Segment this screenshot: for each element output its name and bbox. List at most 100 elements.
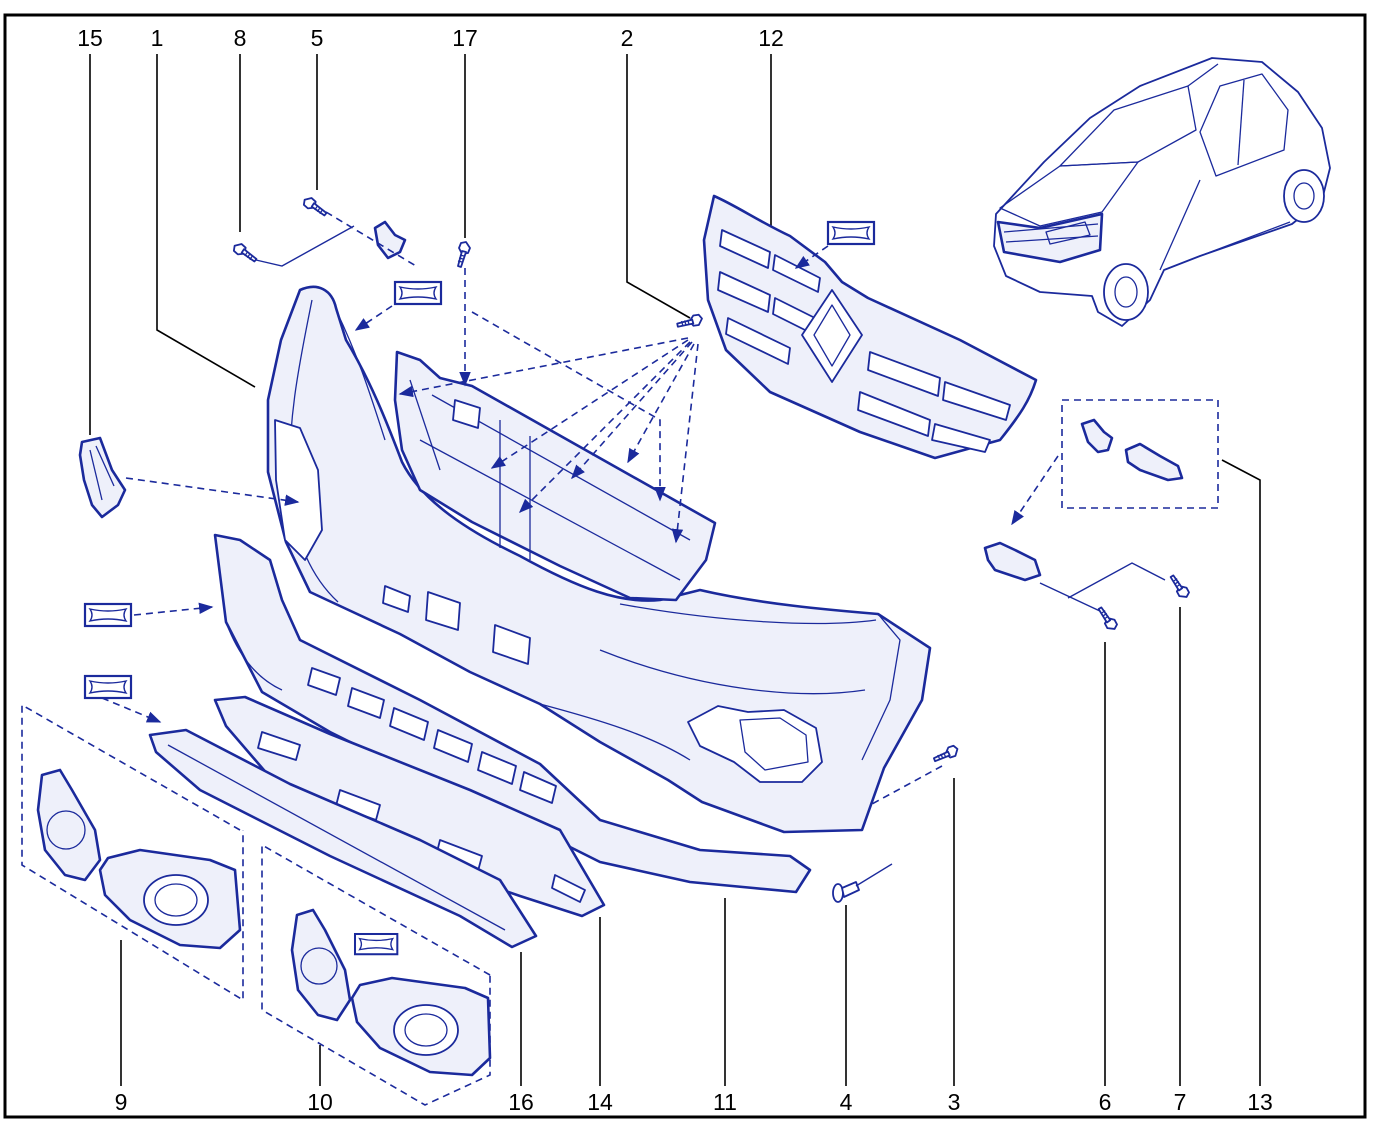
bumper-fog-recess (687, 705, 823, 783)
callout-16: 16 (508, 1089, 534, 1115)
grille-slat (725, 317, 791, 365)
trim-strip-rib (167, 744, 506, 931)
vehicle-headlight (1045, 221, 1091, 245)
clip-to-screw-7-line (1067, 562, 1166, 599)
vehicle-front-wheel (1103, 263, 1149, 321)
callouts-bottom: 9 10 16 14 11 4 3 6 7 13 (115, 1089, 1273, 1115)
lower-cover-vent (389, 707, 429, 741)
vehicle-roof-line (1187, 63, 1219, 87)
callout-13: 13 (1247, 1089, 1273, 1115)
clip-13-b (1124, 442, 1184, 482)
fog-bezel-10-ring-inner (404, 1013, 448, 1047)
lower-grille-slot (257, 731, 301, 761)
upper-clip-outline (373, 220, 407, 260)
side-bracket-rib (89, 445, 115, 501)
leader-13 (1221, 459, 1261, 1086)
callout-9: 9 (115, 1089, 128, 1115)
leader-lines (89, 54, 1261, 1086)
grille-slat (719, 229, 771, 269)
screw-icon (1163, 573, 1193, 601)
label-arrow (101, 697, 162, 723)
callout-2: 2 (621, 25, 634, 51)
lower-cover-contour (225, 621, 283, 691)
label-arrow (794, 245, 829, 269)
assembly-line-2f (671, 343, 699, 544)
callout-8: 8 (234, 25, 247, 51)
vehicle-overview-icon (993, 57, 1331, 327)
fog-bezel-9-ring-inner (154, 883, 198, 917)
assembly-line-15 (125, 477, 300, 506)
label-placeholder-icon (826, 220, 876, 246)
side-bracket-part-15 (78, 436, 127, 519)
rivet-pin (855, 863, 893, 887)
fog-bezel-9-ring (143, 874, 209, 926)
label-arrow (133, 602, 214, 616)
screw-icon (300, 195, 331, 217)
grille-slat (717, 271, 771, 313)
grille-logo-inner (813, 304, 851, 367)
bumper-left-vent (274, 419, 323, 561)
label-placeholder-icon (83, 674, 133, 700)
lower-grille-slot (551, 874, 586, 903)
side-bracket-outline (78, 436, 127, 519)
grille-slat (772, 254, 821, 293)
leader-1 (156, 54, 256, 388)
clip-set-arrow (1011, 455, 1059, 526)
grille-bracket-tab (452, 399, 481, 429)
bumper-contour-side (861, 613, 901, 761)
grille-logo-icon (801, 289, 863, 383)
bumper-lower-vent-2 (425, 591, 461, 631)
trim-strip-part-16 (148, 728, 538, 949)
fog-bracket-9-ring (46, 810, 86, 850)
callouts-top: 15 1 8 5 17 2 12 (77, 25, 784, 51)
screw-8-link-line (255, 225, 355, 267)
callout-14: 14 (587, 1089, 613, 1115)
bumper-contour-right-top (619, 603, 877, 625)
trim-strip-outline (148, 728, 538, 949)
screw-5-link-line (325, 211, 417, 267)
grille-bracket-bar-2 (419, 439, 681, 581)
vehicle-b-pillar (1237, 79, 1245, 166)
callout-6: 6 (1099, 1089, 1112, 1115)
assembly-line-2b (490, 339, 689, 469)
callout-3: 3 (948, 1089, 961, 1115)
assembly-line-2d (571, 341, 693, 480)
assembly-line-2c (518, 341, 691, 514)
bumper-side-clip-outline (983, 541, 1042, 582)
lower-cover-vent (433, 729, 473, 763)
vehicle-rear-wheel-hub (1293, 182, 1315, 210)
clip-13-a (1080, 418, 1114, 454)
bumper-contour-right-mid (599, 649, 866, 695)
assembly-line-2a (398, 337, 689, 398)
clip-to-screw-6-line (1039, 582, 1103, 613)
rivet-head (832, 883, 844, 903)
clip-set-13-boundary (1061, 399, 1219, 509)
fog-set-9-boundary (21, 703, 244, 1002)
fog-lamp-set-part-10 (261, 843, 492, 1106)
screw-icon (1091, 605, 1121, 633)
fog-bezel-10-ring (393, 1004, 459, 1056)
label-arrow (354, 305, 393, 331)
label-placeholder-icon (393, 280, 443, 306)
lower-cover-vent (307, 667, 341, 696)
diagram-frame (3, 13, 1367, 1119)
radiator-grille-part-12 (702, 194, 1038, 460)
clip-set-part-13 (1011, 399, 1219, 526)
callout-17: 17 (452, 25, 478, 51)
bumper-fog-recess-inner (739, 717, 809, 771)
assembly-line-2e (627, 343, 695, 464)
upper-clip-part-5 (255, 211, 417, 267)
vehicle-rear-wheel (1283, 169, 1325, 223)
fasteners (230, 195, 1193, 903)
lower-cover-part-11 (213, 533, 812, 894)
vehicle-door-lines (1159, 179, 1291, 271)
bumper-side-clip (983, 541, 1166, 613)
callout-11: 11 (713, 1089, 737, 1115)
vehicle-hood (999, 161, 1139, 227)
grille-slat (857, 391, 931, 437)
callout-15: 15 (77, 25, 103, 51)
label-placeholder-icon (83, 602, 133, 628)
grille-bracket (393, 350, 717, 602)
grille-slat (867, 351, 941, 397)
